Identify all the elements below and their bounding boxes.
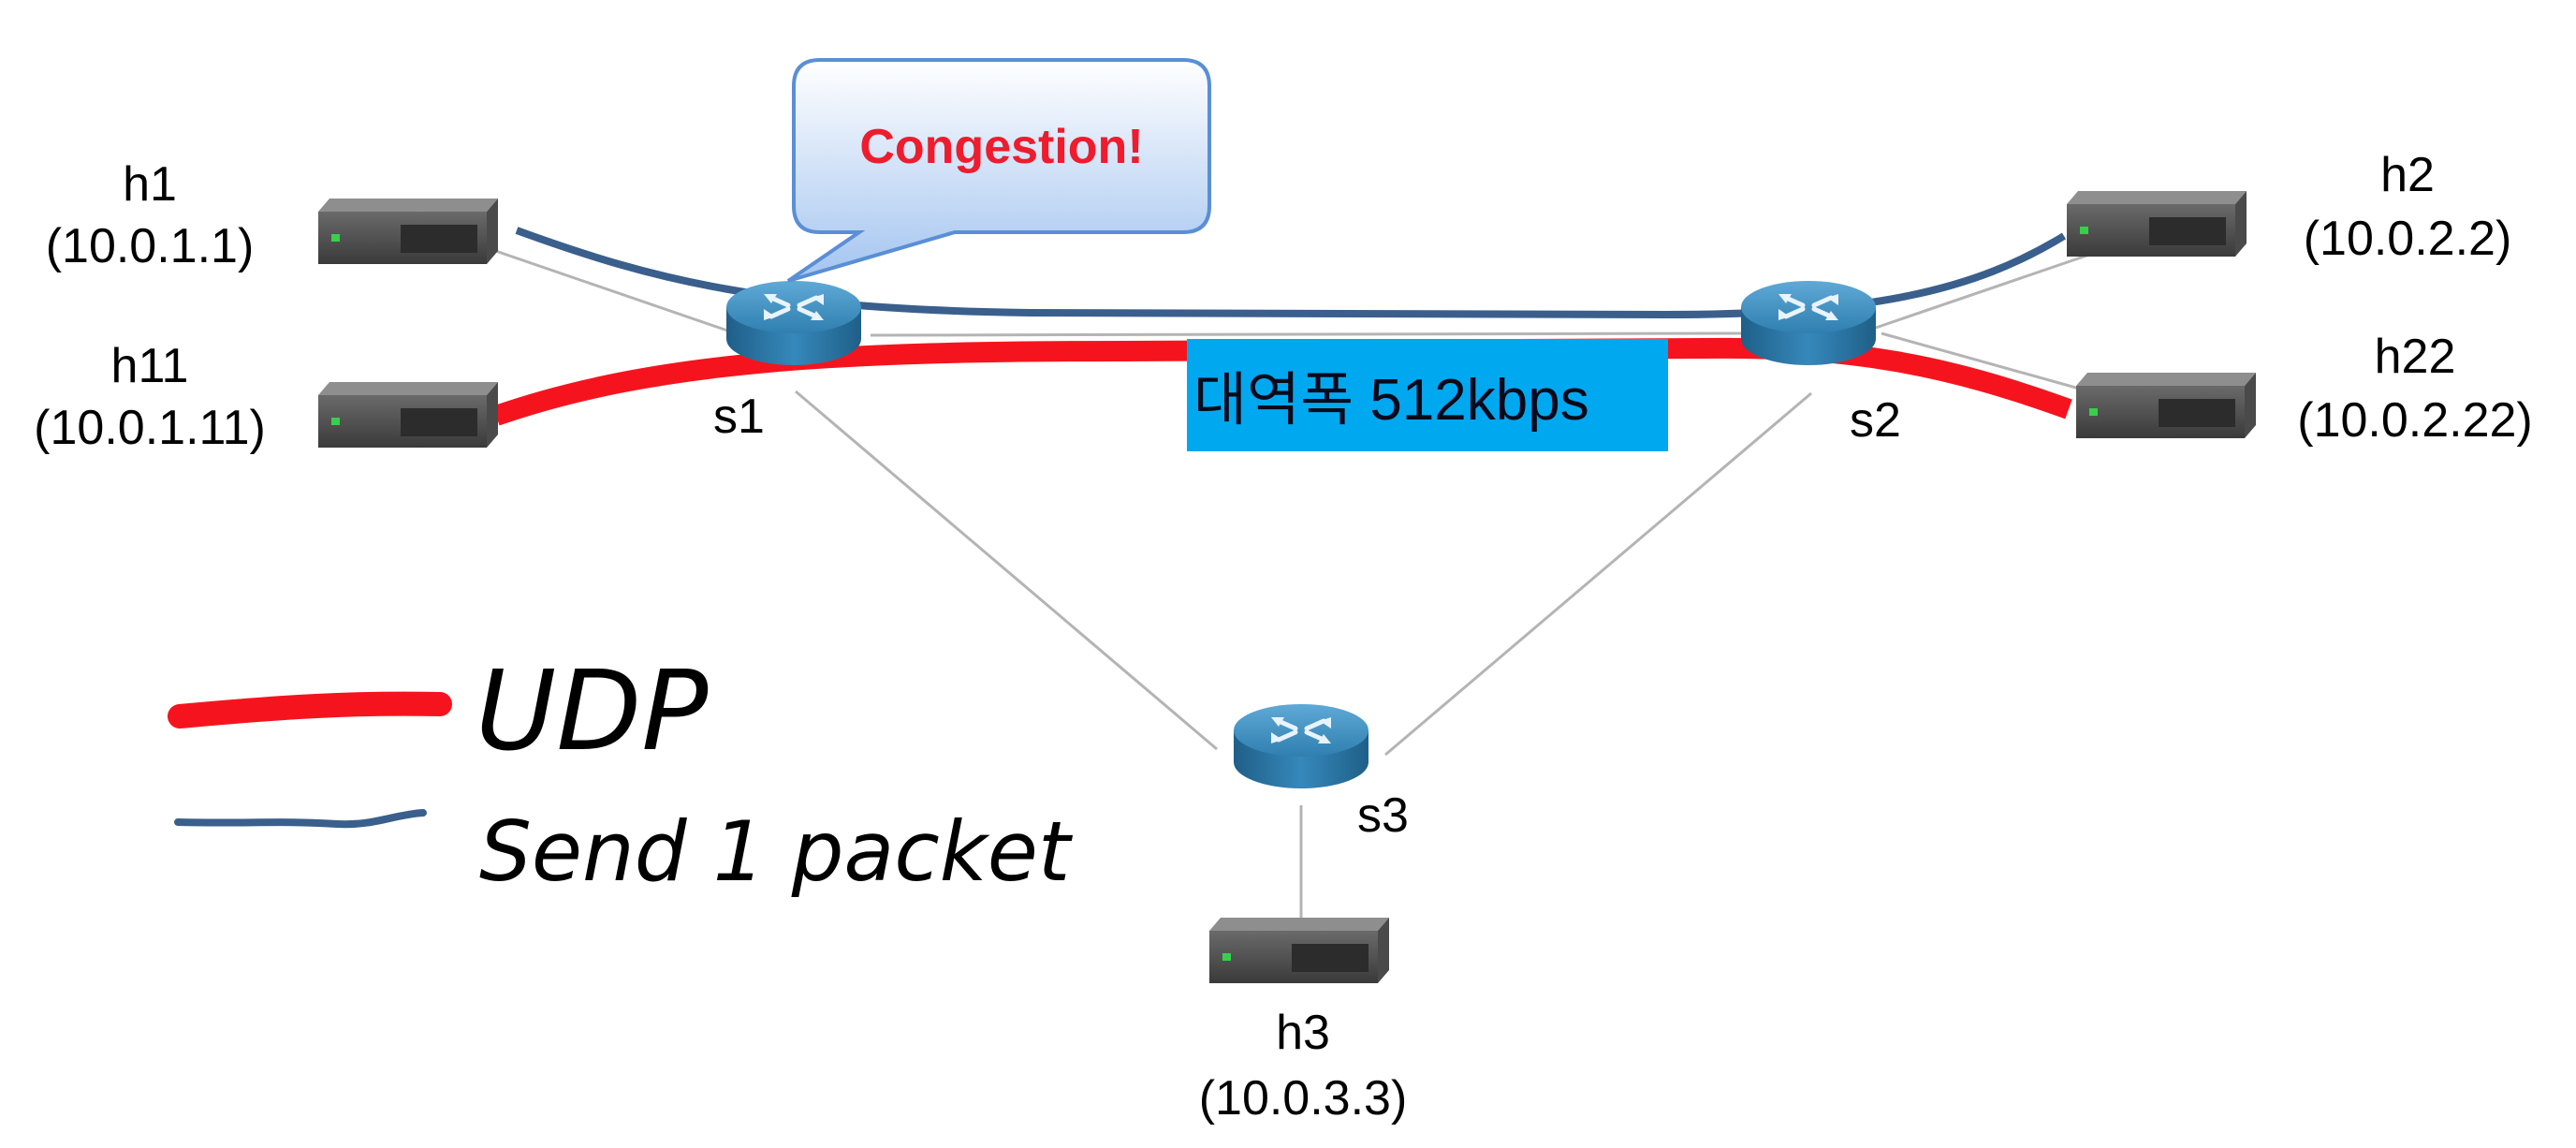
link-s1-s3	[795, 390, 1218, 751]
legend-send-swatch	[174, 809, 427, 829]
link-s2-s3	[1384, 391, 1812, 757]
link-h2-s2	[1869, 253, 2090, 331]
legend-send-label: Send 1 packet	[479, 803, 1074, 900]
host-h3-name: h3	[1276, 1006, 1330, 1060]
callout-text: Congestion!	[859, 120, 1143, 174]
link-s1-s2	[870, 331, 1742, 337]
legend-udp-swatch	[168, 691, 452, 729]
host-h11[interactable]: h11 (10.0.1.11)	[34, 339, 498, 455]
udp-flow-path	[492, 337, 2072, 426]
host-h22[interactable]: h22 (10.0.2.22)	[2076, 330, 2533, 448]
host-h3-ip: (10.0.3.3)	[1199, 1071, 1408, 1126]
host-h2[interactable]: h2 (10.0.2.2)	[2067, 148, 2511, 266]
bandwidth-label: 대역폭 512kbps	[1187, 339, 1668, 451]
legend: UDP Send 1 packet	[168, 646, 1074, 900]
host-h3[interactable]: h3 (10.0.3.3)	[1199, 918, 1408, 1126]
send-packet-path	[515, 227, 2067, 319]
host-h22-ip: (10.0.2.22)	[2297, 393, 2533, 448]
bandwidth-text: 대역폭 512kbps	[1193, 368, 1589, 433]
switch-s3-label: s3	[1357, 788, 1409, 843]
host-h1-name: h1	[123, 157, 177, 212]
host-h2-ip: (10.0.2.2)	[2304, 212, 2512, 266]
host-h11-ip: (10.0.1.11)	[34, 401, 266, 455]
switch-s1-label: s1	[713, 390, 765, 444]
callout-bubble	[786, 58, 1211, 283]
links	[478, 243, 2090, 927]
switch-s2[interactable]: s2	[1741, 281, 1901, 448]
bandwidth-box	[1187, 339, 1668, 451]
host-h1[interactable]: h1 (10.0.1.1)	[46, 157, 498, 273]
host-h11-name: h11	[111, 339, 189, 393]
congestion-callout: Congestion!	[786, 58, 1211, 283]
legend-udp-label: UDP	[476, 646, 708, 775]
switch-s1[interactable]: s1	[713, 281, 861, 444]
host-h22-name: h22	[2375, 330, 2456, 384]
host-h2-name: h2	[2380, 148, 2435, 202]
switch-s3[interactable]: s3	[1234, 704, 1409, 843]
link-h1-s1	[478, 243, 731, 333]
link-h22-s2	[1881, 331, 2090, 393]
host-h1-ip: (10.0.1.1)	[46, 219, 255, 273]
switch-s2-label: s2	[1850, 393, 1901, 448]
